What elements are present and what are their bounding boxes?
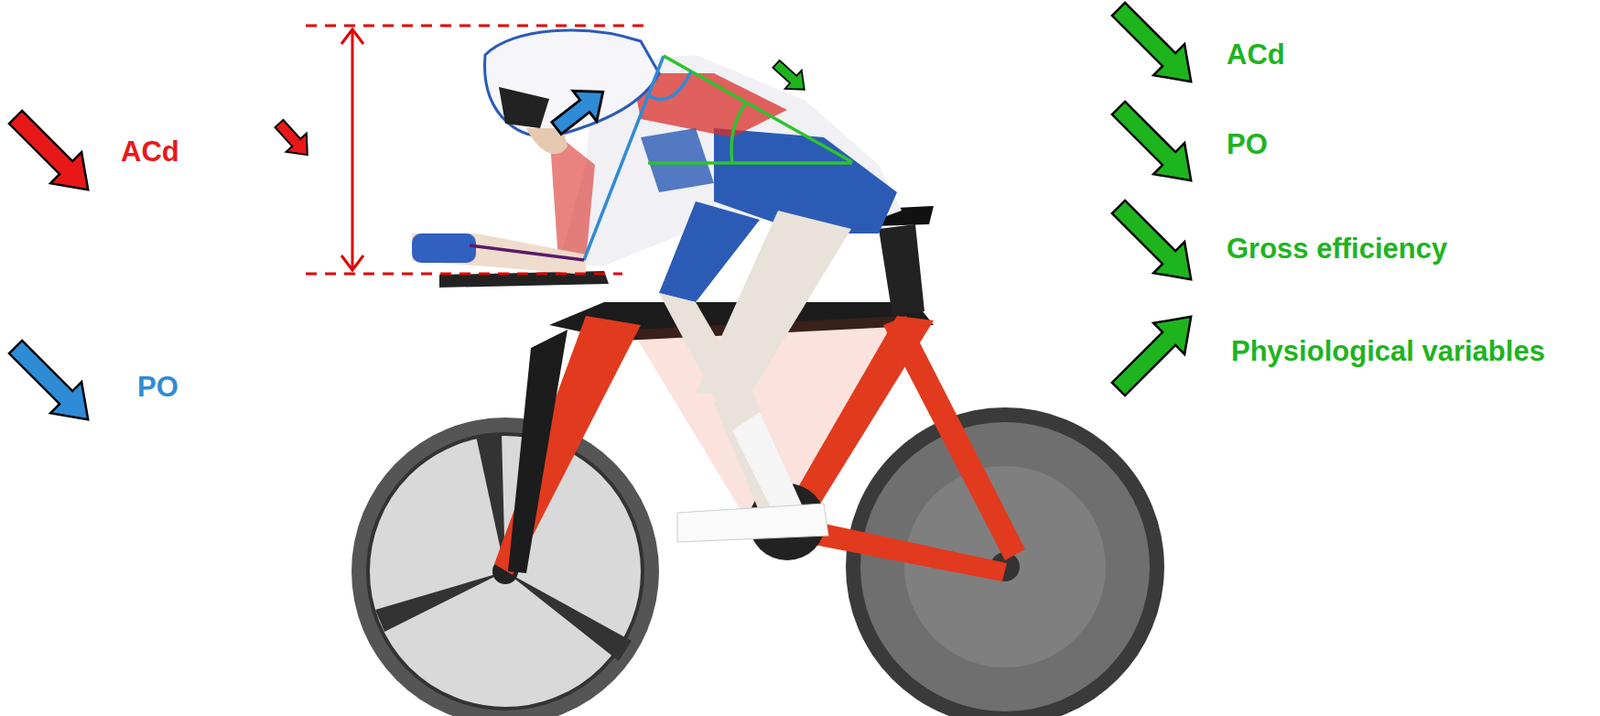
factor-label: PO [137, 370, 179, 404]
rider [411, 30, 902, 542]
block-arrows [0, 0, 1207, 435]
height-dimension [305, 25, 650, 274]
factor-label: ACd [120, 135, 180, 169]
rear-disc-wheel [845, 407, 1165, 716]
factor-label: Physiological variables [1231, 335, 1546, 368]
factor-label: Gross efficiency [1226, 232, 1448, 266]
factor-label: ACd [1226, 38, 1286, 72]
factor-label: PO [1226, 128, 1268, 162]
